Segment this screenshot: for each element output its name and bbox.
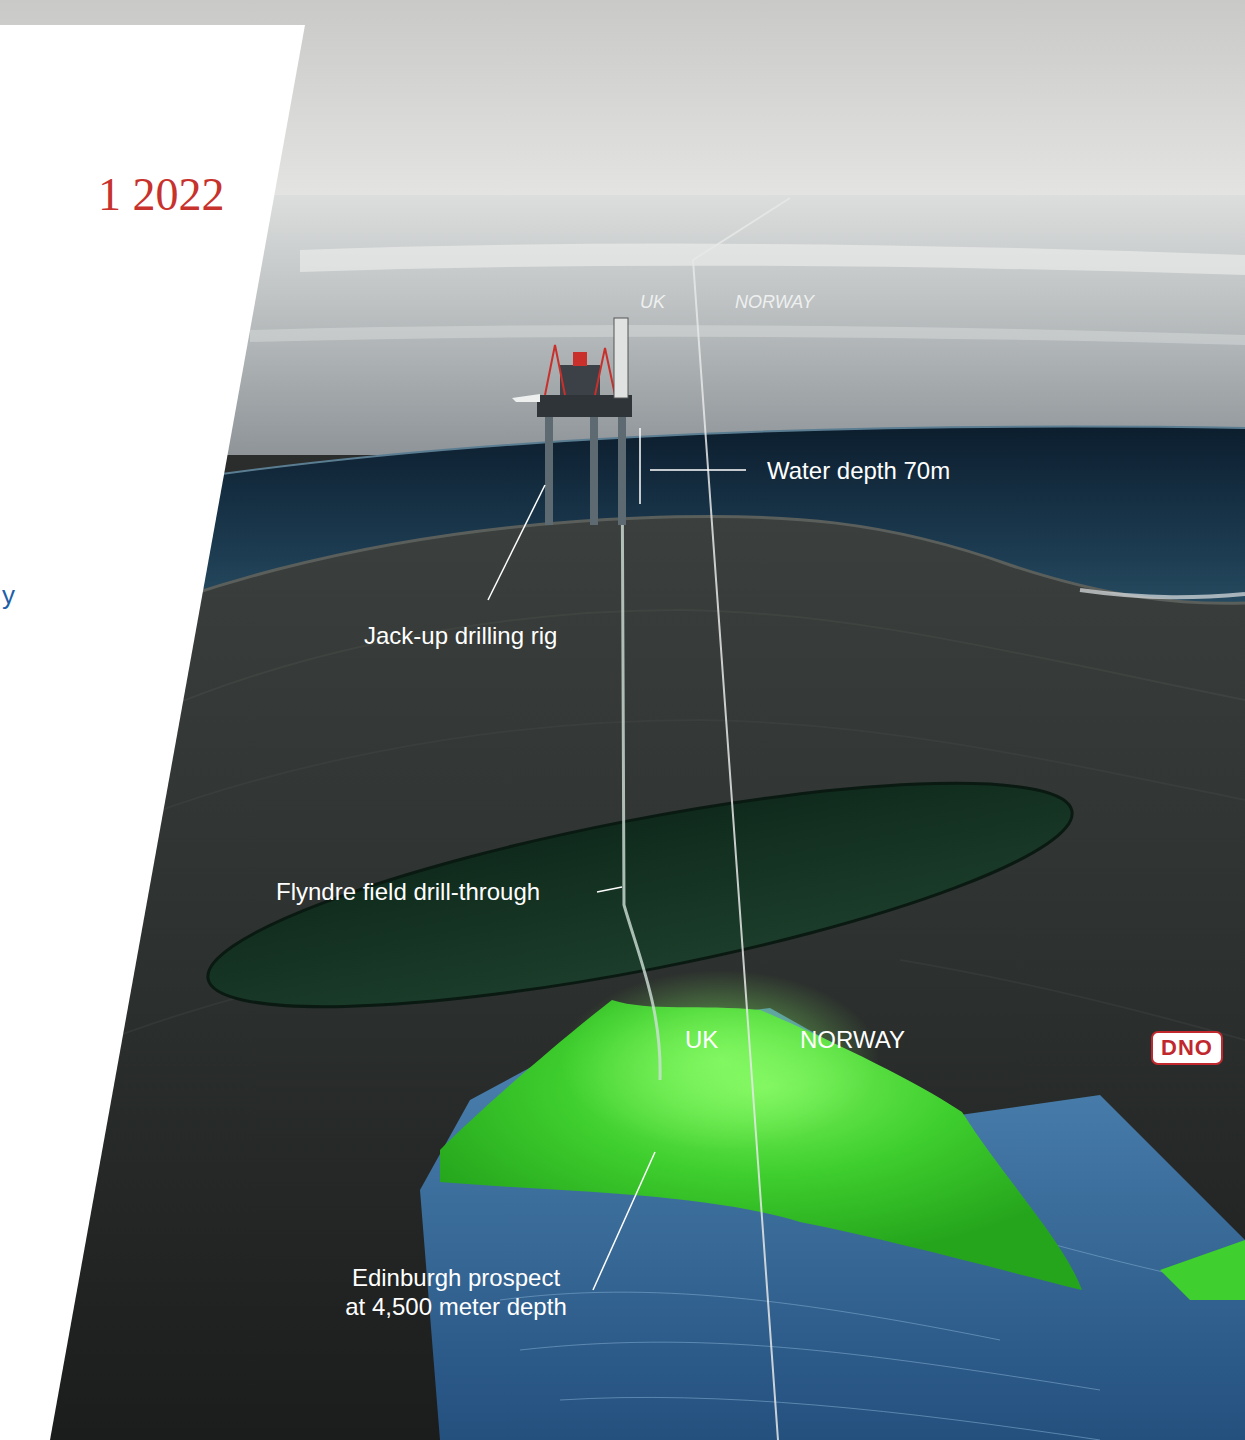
slide-title: 1 2022 [98,168,225,221]
country-label: NORWAY [735,292,814,314]
prospect-callout: Edinburgh prospect at 4,500 meter depth [342,1264,570,1322]
country-label: NORWAY [800,1026,905,1055]
jack-up-rig [512,318,632,525]
leader-lines [488,428,746,1290]
logo-text: DNO [1161,1035,1213,1061]
depth-callout: Water depth 70m [767,457,950,486]
rig-callout: Jack-up drilling rig [364,622,557,651]
country-label: UK [640,292,665,314]
field-callout: Flyndre field drill-through [276,878,540,907]
logo-box: DNO [1151,1031,1223,1065]
subtitle-fragment: y [2,580,15,611]
country-label: UK [685,1026,718,1055]
